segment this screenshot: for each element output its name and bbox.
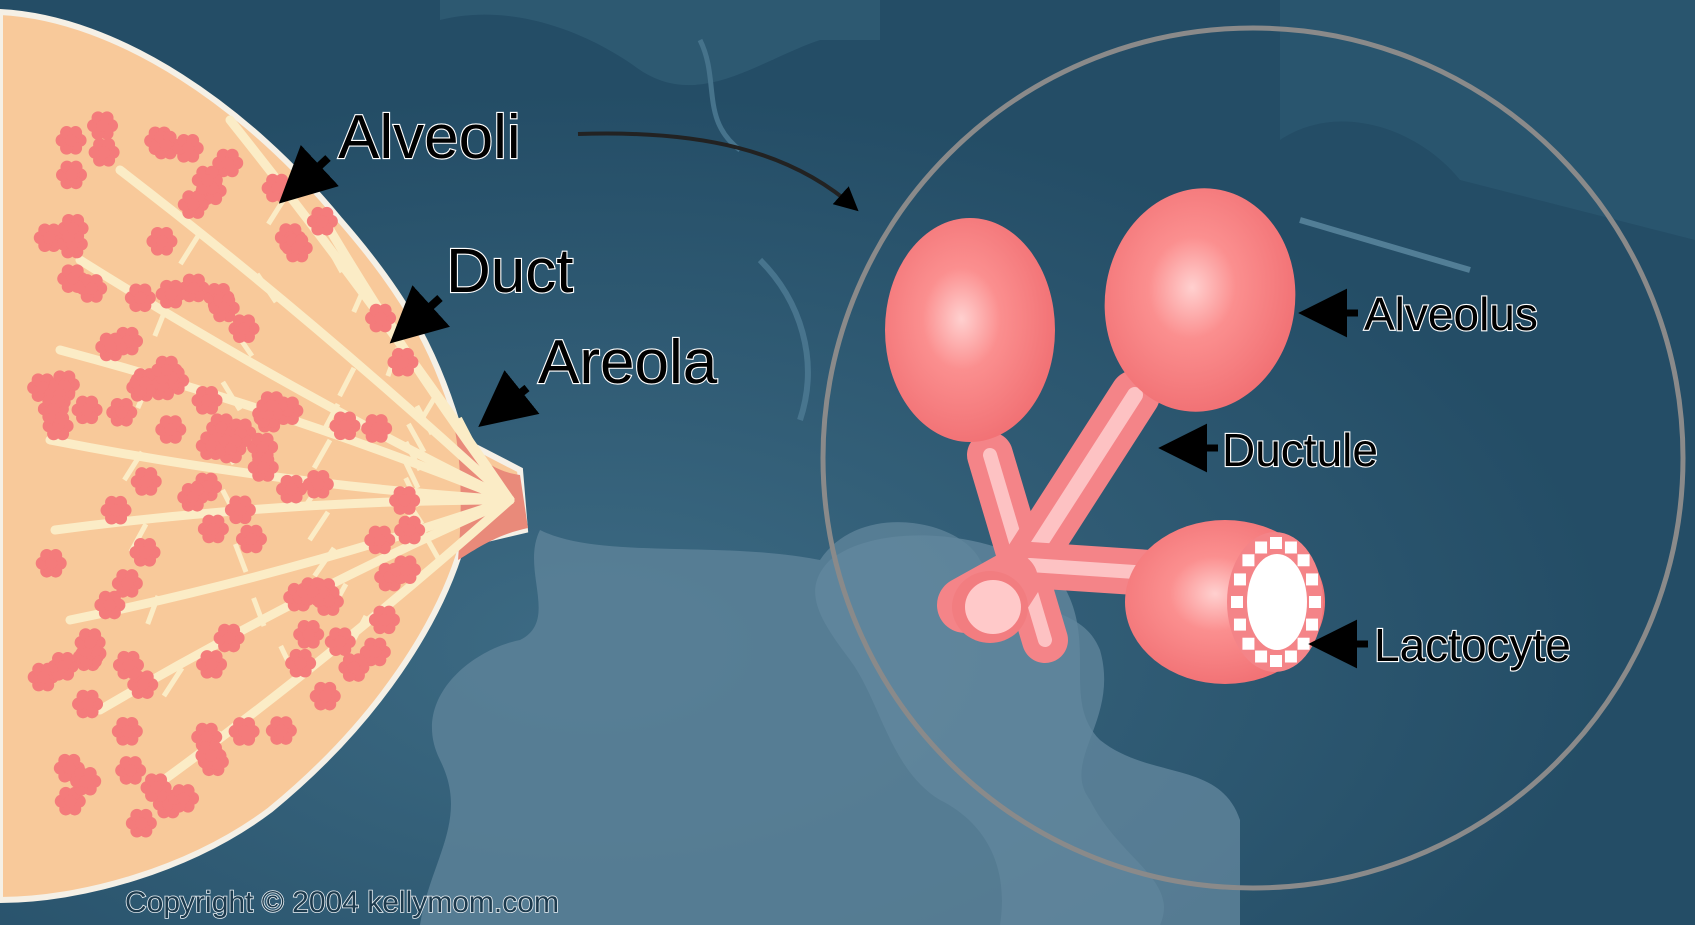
lactocyte-cell	[1234, 573, 1246, 585]
copyright-text: Copyright © 2004 kellymom.com	[125, 886, 559, 919]
lactocyte-cell	[1255, 541, 1267, 553]
label-alveolus: Alveolus	[1364, 288, 1538, 340]
label-ductule: Ductule	[1222, 424, 1378, 476]
lactocyte-cell	[1270, 537, 1282, 549]
lactocyte-cell	[1231, 596, 1243, 608]
label-alveoli: Alveoli	[338, 103, 521, 172]
lactocyte-cell	[1306, 573, 1318, 585]
lactocyte-cell	[1285, 541, 1297, 553]
lactocyte-cell	[1255, 651, 1267, 663]
lactocyte-cell	[1309, 596, 1321, 608]
label-duct: Duct	[446, 237, 573, 306]
lactocyte-cell	[1298, 638, 1310, 650]
lactocyte-cell	[1270, 655, 1282, 667]
lactocyte-cell	[1242, 554, 1254, 566]
lactocyte-cell	[1285, 651, 1297, 663]
lactocyte-cell	[1234, 619, 1246, 631]
lactocyte-cell	[1306, 619, 1318, 631]
lactocyte-cell	[1242, 638, 1254, 650]
alveolus-bulb-left	[885, 218, 1055, 442]
lactocyte-ring	[1227, 532, 1323, 672]
label-lactocyte: Lactocyte	[1374, 619, 1571, 671]
lactocyte-cell	[1298, 554, 1310, 566]
label-areola: Areola	[538, 328, 718, 397]
